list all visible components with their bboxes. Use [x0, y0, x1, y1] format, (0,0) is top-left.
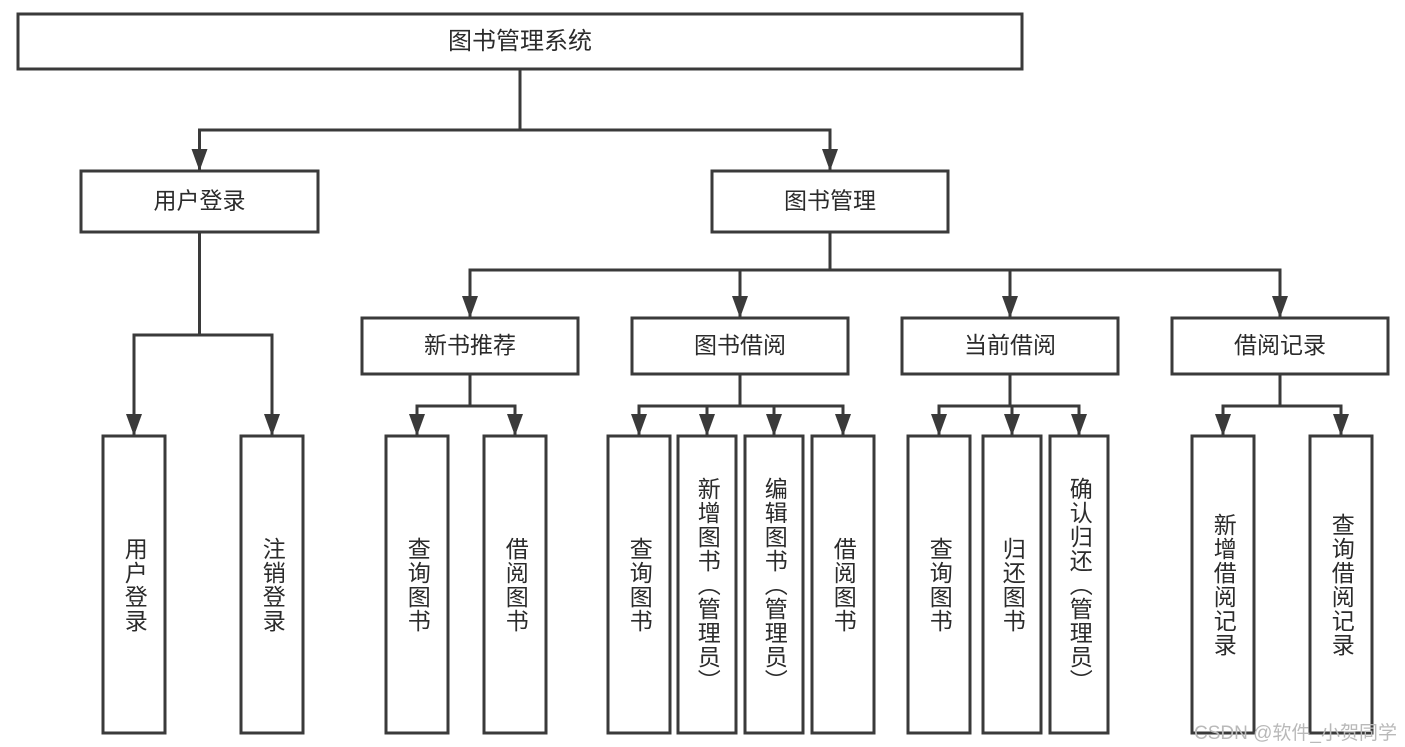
arrow-head	[191, 149, 208, 171]
node-label-user-login: 用户登录	[154, 188, 246, 214]
node-box-leaf-add-book-admin[interactable]	[676, 434, 738, 735]
arrow-head	[631, 414, 647, 436]
arrow-head	[126, 414, 142, 436]
watermark-text: CSDN @软件_小贺同学	[1194, 723, 1397, 744]
connector-layer	[126, 67, 1349, 438]
arrow-head	[835, 414, 851, 436]
node-box-book-borrow[interactable]	[630, 316, 850, 376]
node-box-leaf-query-book-1[interactable]	[384, 434, 450, 735]
node-box-new-book-recommend[interactable]	[360, 316, 580, 376]
node-box-leaf-confirm-return-admin[interactable]	[1048, 434, 1110, 735]
node-label-new-book-recommend: 新书推荐	[424, 332, 516, 358]
arrow-head	[1004, 414, 1020, 436]
node-box-leaf-borrow-book-2[interactable]	[810, 434, 876, 735]
node-box-current-borrow[interactable]	[900, 316, 1120, 376]
node-box-leaf-return-book[interactable]	[981, 434, 1043, 735]
node-label-book-borrow: 图书借阅	[694, 332, 786, 358]
node-label-book-manage: 图书管理	[784, 188, 876, 214]
arrow-head	[1272, 296, 1288, 318]
node-box-leaf-query-book-2[interactable]	[606, 434, 672, 735]
node-box-leaf-borrow-book-1[interactable]	[482, 434, 548, 735]
arrow-head	[822, 149, 838, 171]
arrow-head	[462, 296, 478, 318]
arrow-head	[409, 414, 425, 436]
node-label-current-borrow: 当前借阅	[964, 332, 1056, 358]
node-box-user-login[interactable]	[79, 169, 320, 234]
arrow-head	[1333, 414, 1349, 436]
node-box-leaf-user-login[interactable]	[101, 434, 167, 735]
node-box-root[interactable]	[16, 12, 1024, 71]
arrow-head	[1215, 414, 1231, 436]
node-box-leaf-query-borrow-record[interactable]	[1308, 434, 1374, 735]
arrow-head	[766, 414, 782, 436]
arrow-head	[264, 414, 280, 436]
arrow-head	[1071, 414, 1087, 436]
node-box-leaf-query-book-3[interactable]	[906, 434, 972, 735]
node-label-root: 图书管理系统	[448, 28, 592, 55]
node-box-layer	[16, 12, 1390, 735]
node-box-leaf-user-logout[interactable]	[239, 434, 305, 735]
node-box-book-manage[interactable]	[710, 169, 950, 234]
arrow-head	[931, 414, 947, 436]
arrow-head	[507, 414, 523, 436]
arrow-head	[1002, 296, 1018, 318]
arrow-head	[732, 296, 748, 318]
node-label-borrow-record: 借阅记录	[1234, 332, 1326, 358]
node-box-borrow-record[interactable]	[1170, 316, 1390, 376]
node-box-leaf-add-borrow-record[interactable]	[1190, 434, 1256, 735]
node-box-leaf-edit-book-admin[interactable]	[743, 434, 805, 735]
arrow-head	[699, 414, 715, 436]
